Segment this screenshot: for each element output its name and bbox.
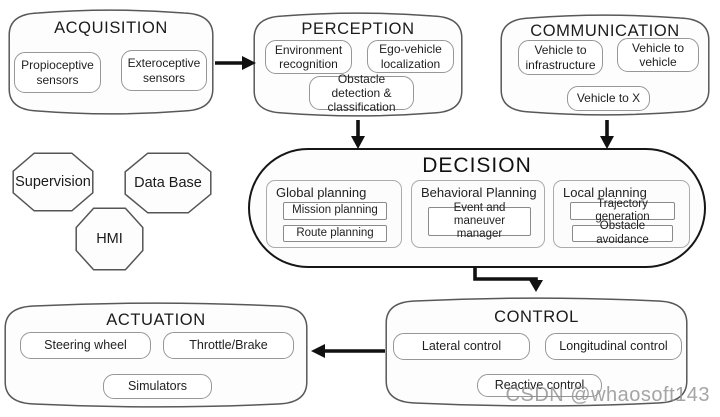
arrow-communication-to-decision <box>600 120 614 149</box>
supervision-label: Supervision <box>15 174 91 190</box>
database-label: Data Base <box>134 175 202 191</box>
actuation-title: ACTUATION <box>106 311 206 329</box>
longitudinal-control-box: Longitudinal control <box>545 333 682 360</box>
local-planning-label: Local planning <box>563 185 647 200</box>
supervision-octagon: Supervision <box>12 152 94 212</box>
environment-recognition-box: Environment recognition <box>265 40 352 74</box>
decision-box: DECISION Global planning Mission plannin… <box>248 148 706 268</box>
local-planning-panel: Local planning Trajectory generation Obs… <box>553 180 690 248</box>
communication-title: COMMUNICATION <box>530 22 680 40</box>
vehicle-to-x-box: Vehicle to X <box>567 86 650 111</box>
actuation-box: ACTUATION Steering wheel Throttle/Brake … <box>4 299 308 411</box>
hmi-octagon: HMI <box>75 207 144 271</box>
control-title: CONTROL <box>494 308 579 326</box>
exteroceptive-sensors-box: Exteroceptive sensors <box>121 50 207 91</box>
behavioral-planning-panel: Behavioral Planning Event and maneuver m… <box>411 180 545 248</box>
arrow-acquisition-to-perception <box>215 56 256 70</box>
throttle-brake-box: Throttle/Brake <box>163 332 294 359</box>
trajectory-generation-box: Trajectory generation <box>570 198 675 223</box>
obstacle-detection-box: Obstacle detection & classification <box>309 72 414 114</box>
hmi-label: HMI <box>96 231 123 247</box>
event-maneuver-manager-box: Event and maneuver manager <box>428 202 531 240</box>
obstacle-avoidance-box: Obstacle avoidance <box>572 220 673 246</box>
acquisition-title: ACQUISITION <box>54 19 168 37</box>
database-outline <box>124 152 212 214</box>
actuation-outline <box>4 302 308 408</box>
acquisition-box: ACQUISITION Propioceptive sensors Extero… <box>8 6 214 118</box>
hmi-outline <box>75 207 144 271</box>
communication-box: COMMUNICATION Vehicle to infrastructure … <box>500 11 710 119</box>
decision-title: DECISION <box>422 154 532 177</box>
global-planning-label: Global planning <box>276 185 367 200</box>
supervision-outline <box>12 152 94 212</box>
vehicle-to-infrastructure-box: Vehicle to infrastructure <box>518 40 603 75</box>
behavioral-planning-label: Behavioral Planning <box>421 185 537 200</box>
ego-vehicle-localization-box: Ego-vehicle localization <box>367 40 454 73</box>
vehicle-to-vehicle-box: Vehicle to vehicle <box>617 38 699 72</box>
database-octagon: Data Base <box>124 152 212 214</box>
propioceptive-sensors-box: Propioceptive sensors <box>14 52 101 93</box>
route-planning-box: Route planning <box>283 225 387 242</box>
perception-box: PERCEPTION Environment recognition Ego-v… <box>253 9 463 120</box>
lateral-control-box: Lateral control <box>393 333 530 360</box>
watermark-text: CSDN @whaosoft143 <box>505 384 710 406</box>
control-outline <box>385 297 688 407</box>
arrow-control-to-actuation <box>311 344 385 358</box>
arrow-decision-to-control <box>473 267 543 292</box>
simulators-box: Simulators <box>103 374 212 399</box>
control-box: CONTROL Lateral control Longitudinal con… <box>385 294 688 410</box>
perception-title: PERCEPTION <box>301 20 415 38</box>
steering-wheel-box: Steering wheel <box>20 332 151 359</box>
global-planning-panel: Global planning Mission planning Route p… <box>266 180 402 248</box>
arrow-perception-to-decision <box>351 120 365 149</box>
mission-planning-box: Mission planning <box>283 202 387 220</box>
reactive-control-box: Reactive control <box>477 374 602 397</box>
